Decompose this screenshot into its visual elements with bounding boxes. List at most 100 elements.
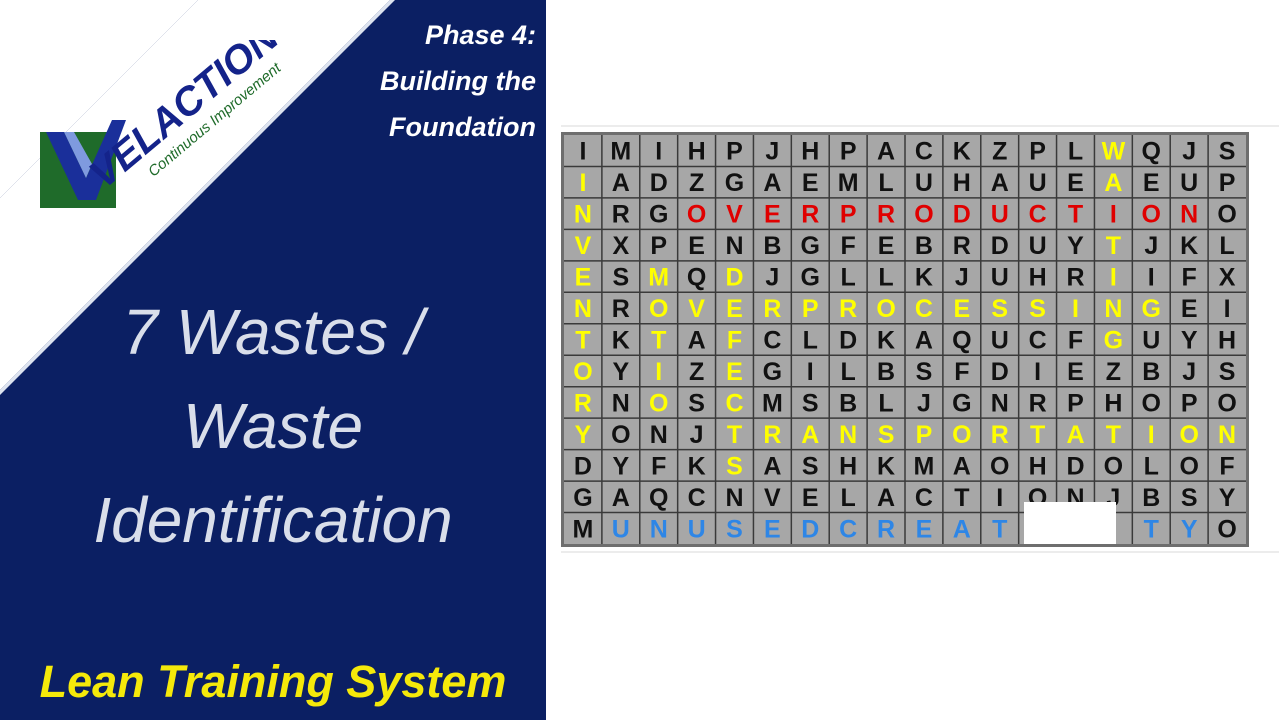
grid-letter: R (574, 389, 592, 417)
grid-letter: O (1217, 389, 1236, 417)
grid-letter: D (650, 169, 668, 197)
grid-letter: T (1106, 421, 1121, 449)
grid-letter: N (1218, 421, 1236, 449)
grid-letter: S (802, 389, 819, 417)
grid-letter: S (1219, 138, 1236, 166)
grid-letter: S (802, 452, 819, 480)
grid-letter: C (725, 389, 743, 417)
grid-letter: P (916, 421, 933, 449)
grid-letter: H (1029, 264, 1047, 292)
grid-letter: V (575, 232, 592, 260)
grid-letter: P (726, 138, 743, 166)
grid-letter: L (1144, 452, 1159, 480)
grid-letter: R (612, 201, 630, 229)
grid-letter: B (1142, 484, 1160, 512)
grid-letter: U (991, 327, 1009, 355)
grid-letter: J (955, 264, 969, 292)
grid-letter: A (877, 138, 895, 166)
grid-letter: G (1104, 327, 1123, 355)
grid-letter: G (801, 264, 820, 292)
grid-letter: E (726, 295, 743, 323)
grid-letter: K (688, 452, 706, 480)
phase-line-3: Foundation (389, 112, 536, 142)
grid-letter: M (838, 169, 859, 197)
velaction-logo: VELACTION Continuous Improvement (40, 40, 288, 208)
grid-letter: I (1072, 295, 1079, 323)
top-divider (561, 125, 1279, 127)
grid-letter: F (1219, 452, 1234, 480)
grid-letter: H (1029, 452, 1047, 480)
grid-letter: Y (1181, 515, 1198, 543)
grid-letter: R (801, 201, 819, 229)
bottom-divider (561, 551, 1279, 553)
grid-letter: A (612, 484, 630, 512)
grid-letter: A (1104, 169, 1122, 197)
grid-letter: N (839, 421, 857, 449)
grid-letter: I (655, 358, 662, 386)
grid-letter: H (688, 138, 706, 166)
grid-letter: A (991, 169, 1009, 197)
grid-letter: V (764, 484, 781, 512)
grid-letter: P (650, 232, 667, 260)
grid-letter: B (877, 358, 895, 386)
grid-letter: F (841, 232, 856, 260)
grid-letter: P (1029, 138, 1046, 166)
grid-letter: N (1180, 201, 1198, 229)
grid-letter: S (991, 295, 1008, 323)
grid-letter: S (726, 515, 743, 543)
grid-letter: E (802, 169, 819, 197)
grid-letter: J (1182, 358, 1196, 386)
grid-letter: E (1067, 169, 1084, 197)
grid-letter: U (915, 169, 933, 197)
grid-letter: X (612, 232, 629, 260)
grid-letter: Q (649, 484, 668, 512)
grid-letter: H (1218, 327, 1236, 355)
grid-letter: N (725, 484, 743, 512)
grid-letter: E (802, 484, 819, 512)
grid-letter: R (991, 421, 1009, 449)
grid-letter: A (688, 327, 706, 355)
grid-letter: E (878, 232, 895, 260)
grid-letter: I (1148, 421, 1155, 449)
page-title: 7 Wastes / Waste Identification (0, 285, 546, 567)
grid-letter: N (1104, 295, 1122, 323)
grid-letter: P (840, 138, 857, 166)
grid-letter: Z (689, 169, 704, 197)
grid-letter: I (1034, 358, 1041, 386)
grid-letter: M (648, 264, 669, 292)
grid-letter: A (612, 169, 630, 197)
footer-title: Lean Training System (39, 656, 507, 707)
grid-letter: F (651, 452, 666, 480)
grid-letter: N (650, 515, 668, 543)
grid-letter: U (1029, 232, 1047, 260)
grid-letter: L (803, 327, 818, 355)
grid-letter: K (953, 138, 971, 166)
grid-letter: F (1068, 327, 1083, 355)
grid-letter: K (1180, 232, 1198, 260)
grid-letter: C (915, 138, 933, 166)
grid-letter: J (1144, 232, 1158, 260)
grid-letter: Q (687, 264, 706, 292)
grid-letter: E (575, 264, 592, 292)
grid-letter: X (1219, 264, 1236, 292)
grid-letter: L (841, 484, 856, 512)
grid-letter: U (991, 264, 1009, 292)
grid-letter: T (992, 515, 1007, 543)
grid-letter: E (764, 201, 781, 229)
grid-letter: W (1102, 138, 1126, 166)
grid-letter: P (1067, 389, 1084, 417)
grid-letter: G (1142, 295, 1161, 323)
grid-letter: S (1219, 358, 1236, 386)
grid-letter: I (579, 169, 586, 197)
grid-letter: A (1066, 421, 1084, 449)
grid-letter: O (649, 389, 668, 417)
grid-letter: Y (612, 452, 629, 480)
grid-letter: R (953, 232, 971, 260)
grid-letter: E (688, 232, 705, 260)
grid-letter: L (878, 169, 893, 197)
grid-letter: D (725, 264, 743, 292)
grid-letter: F (954, 358, 969, 386)
grid-letter: I (996, 484, 1003, 512)
grid-letter: R (839, 295, 857, 323)
grid-letter: D (801, 515, 819, 543)
